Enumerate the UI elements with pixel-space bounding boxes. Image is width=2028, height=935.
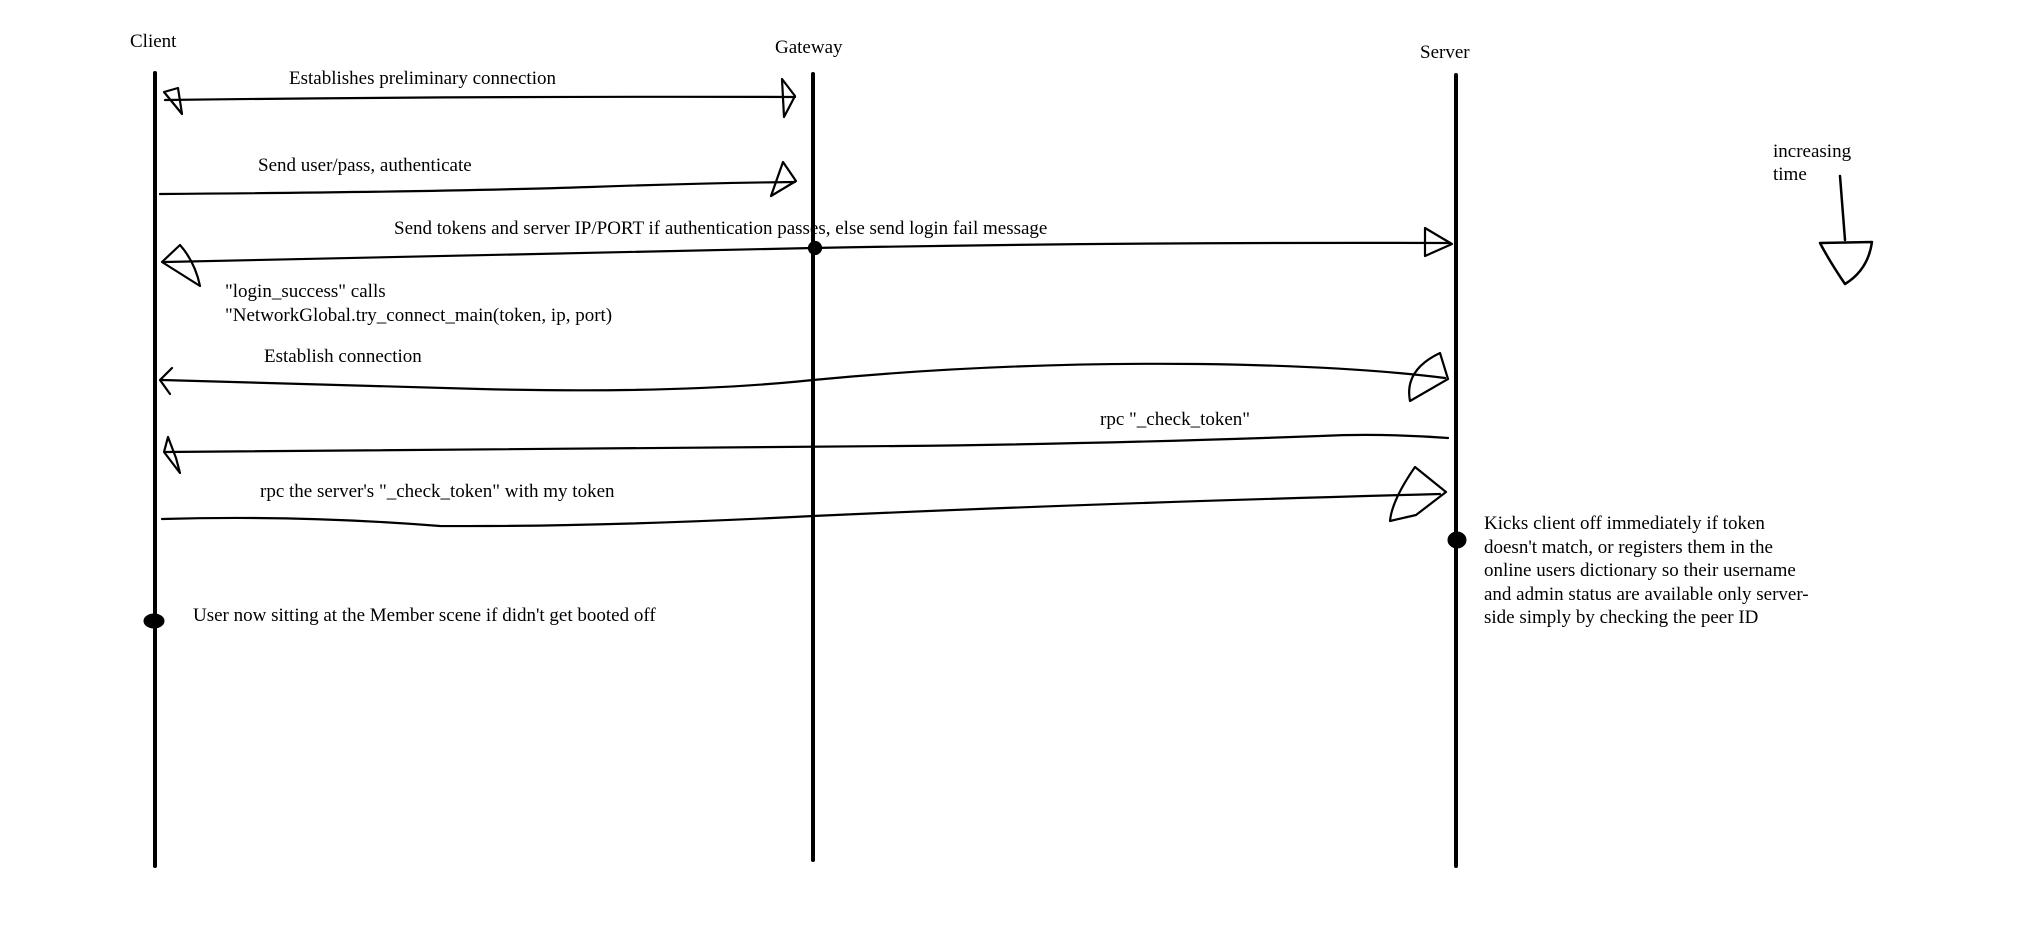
time-legend-label: increasing time	[1773, 141, 1852, 185]
participant-label-client: Client	[130, 31, 177, 52]
participant-label-server: Server	[1420, 42, 1470, 63]
message-arrow-rpc-check-token	[162, 433, 1450, 475]
message-label-preliminary-connection: Establishes preliminary connection	[289, 68, 556, 89]
note-client-login-success: "login_success" calls "NetworkGlobal.try…	[225, 281, 613, 326]
message-arrow-rpc-with-token	[160, 465, 1448, 528]
message-arrow-preliminary-connection	[162, 77, 797, 119]
note-server-token-check: Kicks client off immediately if token do…	[1484, 513, 1809, 628]
gateway-fork-dot	[807, 240, 823, 256]
message-label-establish-connection: Establish connection	[264, 346, 422, 367]
server-check-dot	[1447, 531, 1467, 549]
message-arrow-establish-connection	[158, 351, 1450, 403]
message-label-send-tokens: Send tokens and server IP/PORT if authen…	[394, 218, 1048, 239]
note-client-final-state: User now sitting at the Member scene if …	[193, 605, 656, 626]
time-arrow-icon	[1818, 174, 1874, 286]
message-arrow-send-tokens	[160, 226, 1454, 288]
participant-label-gateway: Gateway	[775, 37, 843, 58]
message-label-rpc-with-token: rpc the server's "_check_token" with my …	[260, 481, 615, 502]
message-label-authenticate: Send user/pass, authenticate	[258, 155, 472, 176]
client-final-dot	[143, 613, 165, 629]
message-label-rpc-check-token: rpc "_check_token"	[1100, 409, 1251, 430]
message-arrow-authenticate	[158, 160, 798, 198]
